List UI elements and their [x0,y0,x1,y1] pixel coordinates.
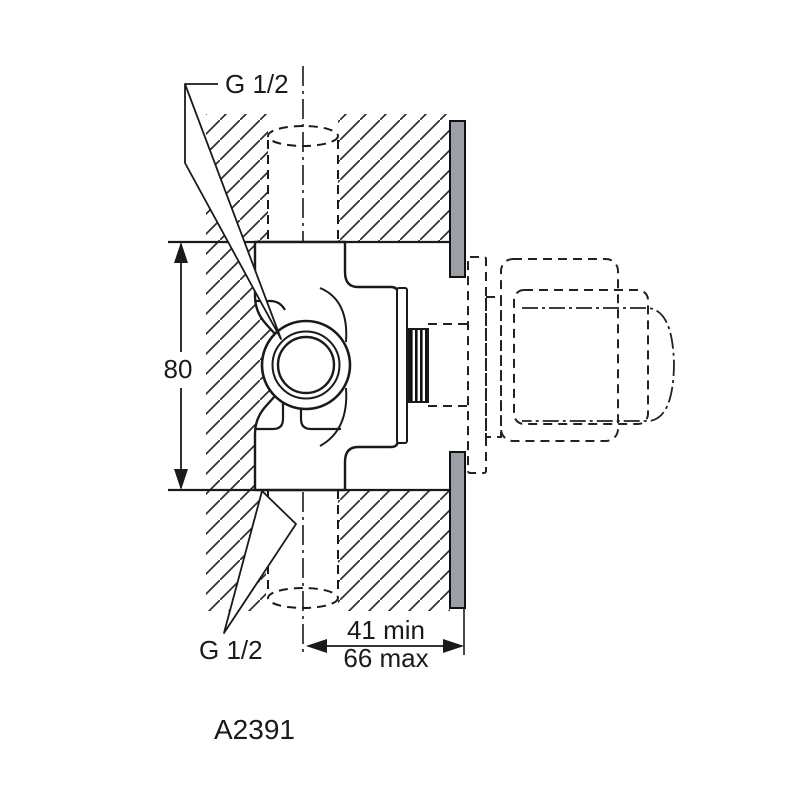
handle-hub [485,296,502,438]
arrowhead-left [306,639,327,653]
thread-size-label-top: G 1/2 [225,69,289,99]
tile-top [449,120,466,278]
dimension-height-80: 80 [164,242,193,490]
wall-hatch-section [206,114,450,611]
trim-outline [428,256,649,474]
valve-cap [396,287,408,444]
threaded-spindle [408,328,429,403]
leader-wedge-top [184,83,282,340]
leader-wedge-bottom [223,490,297,634]
height-dim-label: 80 [164,354,193,384]
handle-grip [513,289,649,425]
depth-min-label: 41 min [347,615,425,645]
thread-size-label-bottom: G 1/2 [199,635,263,665]
handle-base [500,258,619,442]
valve-cartridge-boss [260,319,352,411]
arrowhead-up [174,242,188,263]
arrowhead-right [443,639,464,653]
depth-max-label: 66 max [343,643,428,673]
arrowhead-down [174,469,188,490]
leader-wedges [184,83,297,634]
dimension-depth: 41 min 66 max [306,608,465,673]
wall-tiles [449,120,466,609]
tile-bottom [449,451,466,609]
product-code: A2391 [214,714,295,745]
escutcheon-plate [467,256,487,474]
handle-max-position-phantom [522,307,675,422]
